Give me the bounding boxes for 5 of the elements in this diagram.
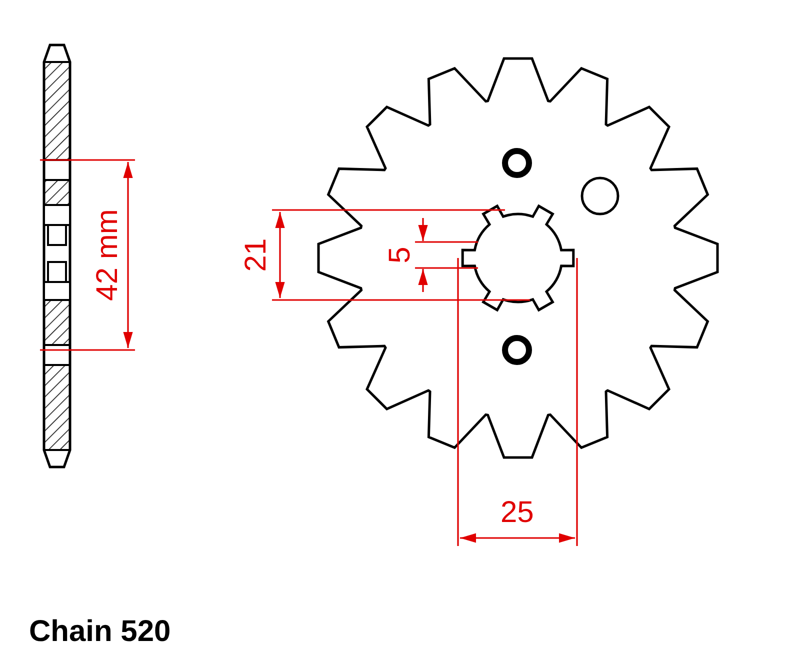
caption-text: Chain 520 [29, 615, 171, 649]
dimension-label: 5 [384, 246, 415, 264]
dimension-label: 42 mm [92, 209, 123, 301]
dimension-label: 21 [241, 238, 272, 272]
dimension-label: 25 [500, 498, 534, 528]
